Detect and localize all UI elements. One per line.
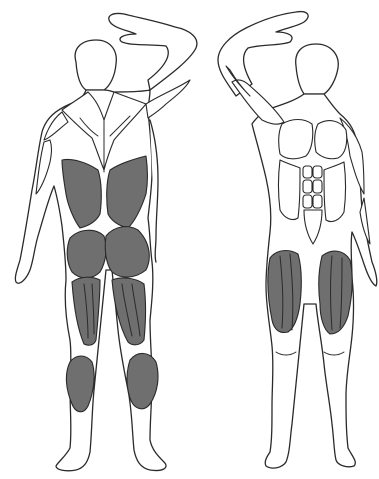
front-quadriceps-left — [268, 251, 301, 333]
back-view-figure — [15, 13, 197, 470]
back-hamstring-right — [112, 278, 146, 345]
ab-block — [303, 166, 312, 178]
back-raised-arm — [109, 13, 197, 90]
front-pectoral-left — [279, 120, 313, 159]
ab-block — [313, 195, 322, 208]
ab-block — [303, 195, 312, 208]
front-oblique-left — [279, 160, 301, 220]
front-view-figure — [218, 12, 377, 468]
ab-block — [303, 180, 312, 193]
front-head — [296, 44, 339, 94]
front-pectoral-right — [315, 121, 347, 159]
front-oblique-right — [324, 162, 346, 222]
ab-block — [313, 166, 322, 178]
ab-block — [313, 180, 322, 193]
back-gluteus-left — [67, 230, 106, 278]
front-raised-arm — [218, 12, 308, 96]
back-head — [75, 40, 116, 90]
back-calf-right — [127, 353, 158, 408]
